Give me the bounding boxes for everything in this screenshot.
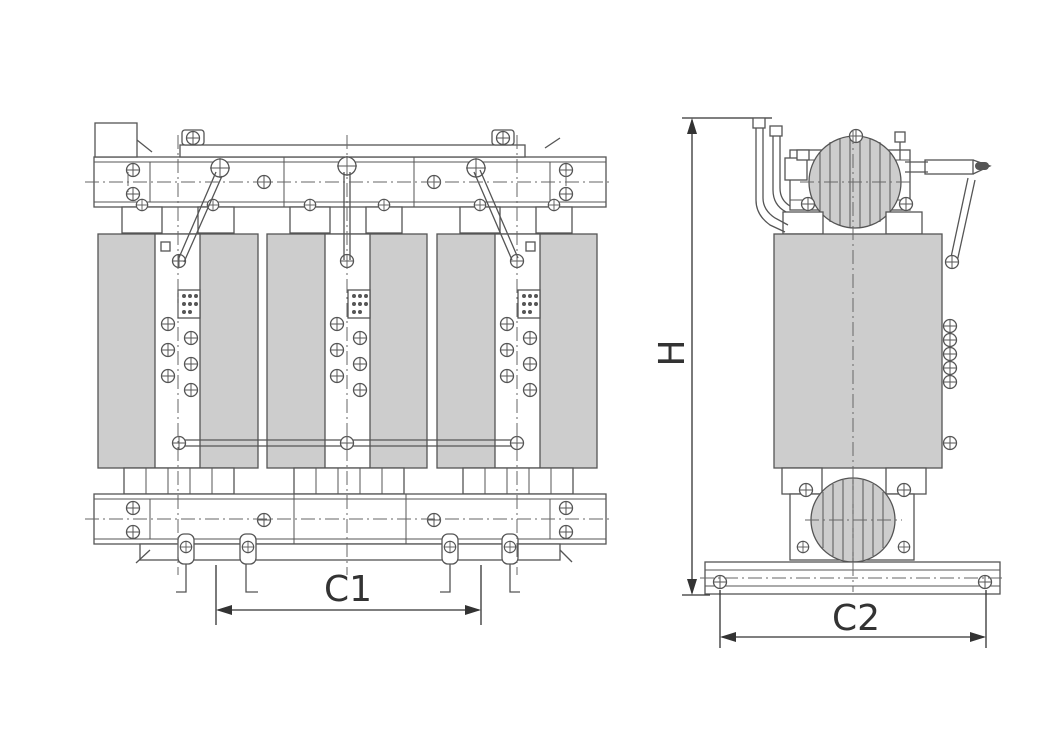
dimension-label-c2: C2 (832, 598, 880, 639)
tap-board-a (177, 289, 201, 319)
tap-board-c (517, 289, 541, 319)
front-view: C1 (85, 122, 612, 625)
dimension-c2: C2 (719, 590, 987, 648)
dimension-label-h: H (652, 339, 693, 366)
front-wheels (176, 533, 520, 593)
top-bar (179, 144, 526, 158)
dimension-h: H (652, 117, 772, 596)
terminal-box (94, 122, 138, 158)
dimension-c1: C1 (215, 565, 482, 625)
tap-board-b (347, 289, 371, 319)
dimension-label-c1: C1 (324, 569, 372, 610)
side-tap-terminals (942, 318, 958, 390)
side-coil-body (773, 233, 943, 469)
side-view: H (652, 117, 1005, 648)
